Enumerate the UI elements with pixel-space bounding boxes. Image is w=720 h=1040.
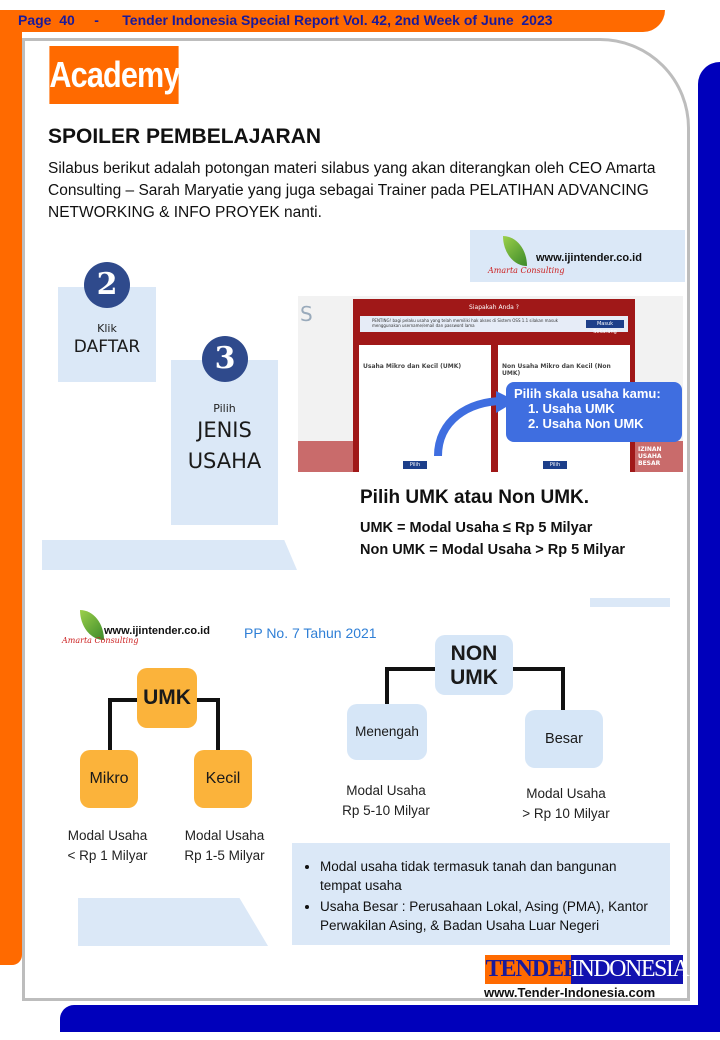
umk-heading: Pilih UMK atau Non UMK.: [360, 487, 590, 508]
tree-line: [216, 698, 220, 756]
article-title: SPOILER PEMBELAJARAN: [48, 125, 322, 148]
tree-line: [108, 698, 112, 756]
step-3-small: Pilih: [213, 402, 236, 415]
header-bar: [0, 10, 665, 32]
amarta-brand: Amarta Consulting: [488, 266, 565, 275]
note-item: Usaha Besar : Perusahaan Lokal, Asing (P…: [320, 897, 660, 935]
decor-stripe: [78, 898, 268, 946]
footer-logo-tender: TENDER: [485, 955, 581, 984]
modal-title: Siapakah Anda ?: [469, 304, 519, 311]
header-separator: -: [94, 12, 99, 28]
non-umk-line-2: UMK: [450, 666, 498, 689]
callout: Pilih skala usaha kamu: 1. Usaha UMK 2. …: [506, 382, 682, 442]
page-header: Page 40 - Tender Indonesia Special Repor…: [18, 10, 553, 30]
umk-node: UMK: [137, 668, 197, 728]
umk-card-title: Usaha Mikro dan Kecil (UMK): [363, 363, 462, 370]
blue-bottom-bar: [60, 1005, 720, 1032]
choose-non-umk-button: Pilih: [543, 461, 567, 469]
note-item: Modal usaha tidak termasuk tanah dan ban…: [320, 857, 660, 895]
mikro-caption-1: Modal Usaha: [67, 828, 148, 843]
besar-node: Besar: [525, 710, 603, 768]
step-3-number: 3: [202, 336, 248, 382]
besar-caption-1: Modal Usaha: [526, 786, 606, 801]
amarta-brand: Amarta Consulting: [62, 636, 139, 645]
callout-item-1: 1. Usaha UMK: [528, 401, 615, 416]
non-umk-card-title: Non Usaha Mikro dan Kecil (Non UMK): [502, 363, 611, 377]
menengah-caption: Modal Usaha Rp 5-10 Milyar: [330, 781, 442, 821]
logo-url: www.ijintender.co.id: [536, 252, 642, 264]
kecil-caption-2: Rp 1-5 Milyar: [184, 848, 265, 863]
tree-line: [385, 667, 389, 709]
step-2-number: 2: [84, 262, 130, 308]
publication-title: Tender Indonesia Special Report Vol. 42,…: [122, 12, 553, 28]
step-3-label-2: USAHA: [187, 449, 262, 473]
kecil-node: Kecil: [194, 750, 252, 808]
menengah-caption-2: Rp 5-10 Milyar: [342, 803, 430, 818]
menengah-node: Menengah: [347, 704, 427, 760]
mikro-caption-2: < Rp 1 Milyar: [67, 848, 148, 863]
step-2-label: DAFTAR: [73, 337, 141, 357]
choose-umk-button: Pilih: [403, 461, 427, 469]
oss-screenshot: S Siapakah Anda ? PENTING! bagi pelaku u…: [298, 296, 683, 472]
callout-item-2: 2. Usaha Non UMK: [528, 416, 644, 431]
besar-caption-2: > Rp 10 Milyar: [522, 806, 610, 821]
screenshot-bottom-text: IZINAN USAHA BESAR: [638, 446, 662, 467]
mikro-caption: Modal Usaha < Rp 1 Milyar: [55, 826, 160, 866]
step-3-label-1: JENIS: [197, 418, 252, 442]
decor-stripe: [590, 598, 670, 607]
modal-notice: PENTING! bagi pelaku usaha yang telah me…: [360, 316, 628, 332]
kecil-caption: Modal Usaha Rp 1-5 Milyar: [172, 826, 277, 866]
umk-definition: UMK = Modal Usaha ≤ Rp 5 Milyar: [360, 520, 593, 536]
decor-stripe: [42, 540, 297, 570]
regulation-label: PP No. 7 Tahun 2021: [244, 625, 377, 641]
section-label: Academy: [49, 46, 180, 104]
logo-url: www.ijintender.co.id: [104, 625, 210, 637]
non-umk-definition: Non UMK = Modal Usaha > Rp 5 Milyar: [360, 542, 626, 558]
footer-url: www.Tender-Indonesia.com: [484, 985, 656, 1000]
step-2-small: Klik: [97, 322, 117, 335]
callout-title: Pilih skala usaha kamu:: [514, 386, 661, 401]
orange-side-bar: [0, 10, 22, 965]
blue-side-bar: [698, 62, 720, 1032]
step-3-panel: [171, 360, 278, 525]
tree-line: [561, 667, 565, 712]
login-button: Masuk Sekarang: [586, 320, 624, 335]
notes-box: Modal usaha tidak termasuk tanah dan ban…: [292, 843, 670, 945]
non-umk-line-1: NON: [450, 642, 498, 665]
oss-logo: S: [300, 302, 313, 326]
besar-caption: Modal Usaha > Rp 10 Milyar: [510, 784, 622, 824]
kecil-caption-1: Modal Usaha: [184, 828, 265, 843]
arrow-icon: [434, 391, 516, 457]
article-intro: Silabus berikut adalah potongan materi s…: [48, 160, 656, 221]
menengah-caption-1: Modal Usaha: [346, 783, 426, 798]
page-card: [22, 38, 690, 1001]
footer-logo-indonesia: INDONESIA: [571, 955, 690, 984]
page-number: Page 40: [18, 12, 75, 28]
mikro-node: Mikro: [80, 750, 138, 808]
